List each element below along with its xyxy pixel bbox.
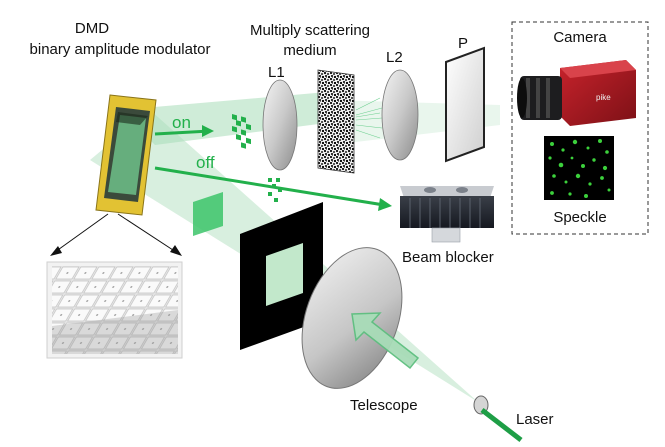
scattered-rays xyxy=(355,97,383,139)
camera-frame xyxy=(511,21,649,235)
camera-logo: pike xyxy=(596,93,611,102)
l1-label: L1 xyxy=(268,64,285,81)
polarizer-p xyxy=(445,46,485,163)
beam-blocker-label: Beam blocker xyxy=(402,249,494,266)
lens-l2 xyxy=(381,69,419,161)
dmd-label: DMD xyxy=(75,20,109,37)
telescope-label: Telescope xyxy=(350,397,418,414)
beam-blocker xyxy=(400,186,494,243)
dmd-chip xyxy=(95,94,157,216)
speckle-label: Speckle xyxy=(553,209,606,226)
laser-source xyxy=(473,395,523,442)
off-arrow xyxy=(154,166,392,211)
off-label: off xyxy=(196,153,215,172)
aperture-screen xyxy=(240,202,323,350)
p-label: P xyxy=(458,35,468,52)
off-pattern xyxy=(268,178,282,202)
l2-label: L2 xyxy=(386,49,403,66)
medium-sublabel: medium xyxy=(283,42,336,59)
telescope-arrow xyxy=(351,312,420,370)
zoom-line-left xyxy=(54,213,109,253)
dmd-sublabel: binary amplitude modulator xyxy=(30,41,211,58)
micromirror-array-closeup xyxy=(46,261,183,359)
on-pattern xyxy=(232,114,251,149)
laser-label: Laser xyxy=(516,411,554,428)
zoom-line-right xyxy=(117,213,177,253)
camera-body: pike xyxy=(517,60,636,126)
on-arrow xyxy=(154,125,214,137)
diffracted-square xyxy=(193,192,223,236)
speckle-dots xyxy=(548,139,611,198)
speckle-image xyxy=(544,136,614,200)
camera-label: Camera xyxy=(553,29,607,46)
scattering-medium xyxy=(317,69,355,174)
zoom-arrowhead-right xyxy=(170,245,182,256)
on-label: on xyxy=(172,113,191,132)
lens-l1 xyxy=(262,79,298,171)
medium-label: Multiply scattering xyxy=(250,22,370,39)
zoom-arrowhead-left xyxy=(50,246,62,256)
